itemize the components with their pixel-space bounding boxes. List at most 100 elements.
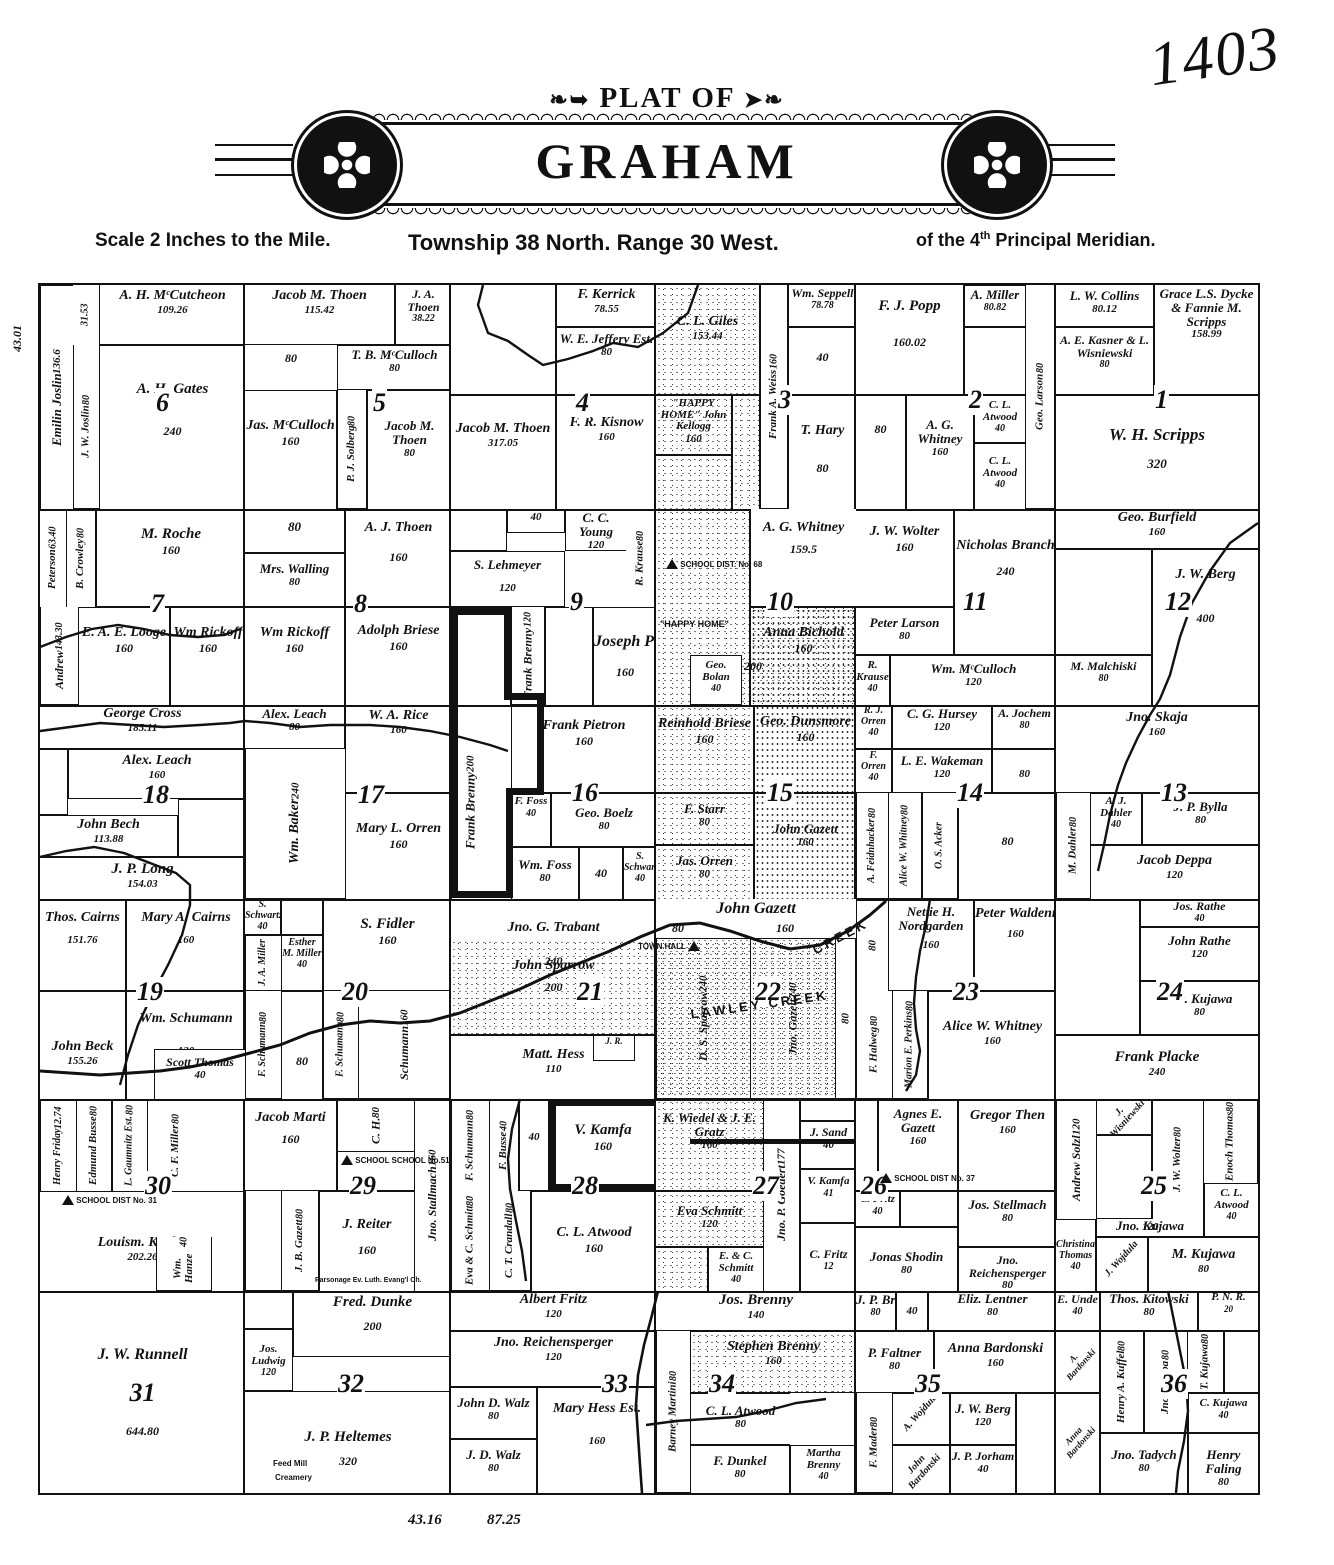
section-31[interactable]: J. W. Runnell 31 644.80 (40, 1291, 245, 1493)
parcel-40-sec35[interactable]: 40 (896, 1291, 928, 1331)
parcel-pnr[interactable]: P. N. R. 20 (1198, 1291, 1258, 1331)
parcel-rj-orren[interactable]: R. J. Orren 40 (856, 705, 892, 749)
section-29[interactable]: 29 Jacob Marti 160 C. H. 80 J. B. Gazett… (245, 1099, 451, 1291)
parcel-geo-boelz[interactable]: Geo. Boelz 80 (551, 793, 656, 847)
parcel-jw-wolter[interactable]: J. W. Wolter 160 (856, 509, 954, 607)
parcel-scott-thomas[interactable]: Scott Thomas 40 (154, 1049, 245, 1099)
parcel-john-kellogg[interactable]: "HAPPY HOME" John Kellogg 160 (656, 395, 732, 455)
parcel-a-wojdula[interactable]: A. Wojdula (892, 1393, 950, 1445)
parcel-blank-sec29-sw[interactable] (245, 1191, 281, 1291)
parcel-a-feidnhacker[interactable]: A. Feidnhacker 80 (856, 793, 888, 899)
parcel-peter-larson[interactable]: Peter Larson 80 (856, 607, 954, 655)
parcel-frank-brenny-200[interactable]: Frank Brenny 200 (451, 705, 511, 899)
section-25[interactable]: 25 Andrew Solzl 120 J. Wisniewski J. W. … (1056, 1099, 1258, 1291)
parcel-blank-sec3-s[interactable] (732, 395, 760, 509)
section-6[interactable]: 6 Emilin Joslin 136.6 31.53 J. W. Joslin… (40, 285, 245, 509)
parcel-john-bech[interactable]: John Bech 113.88 (40, 815, 178, 857)
parcel-v-kamfa-sec28[interactable]: V. Kamfa 160 (549, 1099, 656, 1191)
parcel-r-krause-sec11[interactable]: R. Krause 40 (856, 655, 890, 705)
parcel-jos-stellmach[interactable]: Jos. Stellmach 80 (958, 1191, 1056, 1247)
parcel-peterson[interactable]: Peterson 63.40 (46, 526, 59, 590)
parcel-jb-gazett[interactable]: J. B. Gazett 80 (281, 1191, 319, 1291)
parcel-fr-kisnow[interactable]: F. R. Kisnow 160 (556, 395, 656, 509)
parcel-jno-skaja[interactable]: Jno. Skaja 160 (1056, 705, 1258, 793)
parcel-blank-sec2-ne[interactable] (964, 327, 1026, 395)
parcel-j-wojdula[interactable]: J. Wojdula (1096, 1237, 1148, 1291)
parcel-schumann-160[interactable]: Schumann 160 (359, 991, 451, 1099)
parcel-anna-bichold[interactable]: Anna Bichold 160 (750, 607, 856, 705)
parcel-anna-bardonski[interactable]: Anna Bardonski 160 (934, 1331, 1056, 1393)
parcel-george-cross[interactable]: George Cross 185.11 (40, 705, 245, 749)
parcel-thos-kitowski[interactable]: Thos. Kitowski 80 (1100, 1291, 1198, 1331)
parcel-geo-dunsmore[interactable]: Geo. Dunsmore 160 (754, 705, 856, 793)
parcel-adolph-briese-w[interactable]: Wm Rickoff 160 (245, 607, 345, 705)
parcel-sec27-ne-strip[interactable] (800, 1099, 856, 1121)
parcel-f-orren[interactable]: F. Orren 40 (856, 749, 892, 793)
parcel-edmund-busse[interactable]: Edmund Busse 80 (76, 1099, 112, 1191)
parcel-blank-sec18-e[interactable] (178, 799, 245, 857)
parcel-jw-wolter-sec25[interactable]: J. W. Wolter 80 (1152, 1099, 1204, 1219)
parcel-albert-fritz[interactable]: Albert Fritz 120 (451, 1291, 656, 1331)
parcel-b-crowley[interactable]: B. Crowley 80 (66, 509, 96, 607)
parcel-john-bardonski[interactable]: John Bardonski (892, 1445, 950, 1493)
parcel-jacob-marti[interactable]: Jacob Marti 160 (245, 1099, 337, 1191)
parcel-jno-kujawa[interactable]: Jno. Kujawa (1096, 1219, 1204, 1237)
parcel-henry-friday[interactable]: Henry Friday 12.74 (40, 1099, 76, 1191)
parcel-f-schumann-sec28[interactable]: F. Schumann 80 (451, 1099, 489, 1191)
parcel-cl-giles[interactable]: C. L. Giles 153.44 (656, 285, 760, 395)
section-11[interactable]: 11 J. W. Wolter 160 Nicholas Branch 240 … (856, 509, 1056, 705)
section-19[interactable]: 19 Thos. Cairns 151.76 Mary A. Cairns 16… (40, 899, 245, 1099)
parcel-we-jeffery-est[interactable]: W. E. Jeffery Est. 80 (556, 327, 656, 395)
parcel-m-dahler[interactable]: M. Dahler 80 (1056, 793, 1090, 899)
parcel-f-foss[interactable]: F. Foss 40 (511, 793, 551, 847)
parcel-jas-mcculloch[interactable]: Jas. MᶜCulloch 160 (245, 390, 337, 509)
section-20[interactable]: 20 S. Schwartz 40 J. A. Miller Esther M.… (245, 899, 451, 1099)
parcel-reinhold-briese[interactable]: Reinhold Briese 160 (656, 705, 754, 793)
parcel-esther-m-miller[interactable]: Esther M. Miller 40 (281, 935, 323, 991)
parcel-grace-dycke-scripps[interactable]: Grace L.S. Dycke & Fannie M. Scripps 158… (1154, 285, 1258, 395)
parcel-louism-kuehn[interactable]: Louism. Kuehn 202.26 (40, 1191, 245, 1291)
parcel-blank-sec12-w[interactable] (1056, 549, 1152, 655)
parcel-t-kujawa[interactable]: T. Kujawa 80 (1188, 1331, 1224, 1393)
section-5[interactable]: 5 Jacob M. Thoen 115.42 J. A. Thoen 38.2… (245, 285, 451, 509)
parcel-80-sec2-left[interactable]: 80 (856, 395, 906, 509)
parcel-adolph-briese[interactable]: Adolph Briese 160 (345, 607, 451, 705)
parcel-henry-a-kuffel[interactable]: Henry A. Kuffel 80 (1100, 1331, 1144, 1433)
parcel-cl-atwood-sec34[interactable]: C. L. Atwood 80 (690, 1393, 790, 1445)
parcel-eva-c-schmitt[interactable]: Eva & C. Schmitt 80 (451, 1191, 489, 1291)
parcel-blank-sec24-nw[interactable] (1056, 899, 1140, 1035)
parcel-agnes-e-gazett[interactable]: Agnes E. Gazett 160 (878, 1099, 958, 1191)
parcel-f-starr[interactable]: F. Starr 80 (656, 793, 754, 845)
parcel-christina-thomas[interactable]: Christina Thomas 40 (1056, 1219, 1096, 1291)
parcel-f-kerrick[interactable]: F. Kerrick 78.55 (556, 285, 656, 327)
parcel-ja-miller[interactable]: J. A. Miller (245, 935, 281, 991)
parcel-gregor-then[interactable]: Gregor Then 160 (958, 1099, 1056, 1191)
parcel-barney-martini[interactable]: Barney Martini 80 (656, 1331, 690, 1493)
parcel-80-sec8[interactable]: 80 (245, 509, 345, 553)
parcel-blank-sec32-nw[interactable] (245, 1291, 293, 1329)
parcel-jno-gazett[interactable]: Jno. Gazett 240 (750, 939, 836, 1099)
parcel-alice-w-whitney-sec14[interactable]: Alice W. Whitney 80 (888, 793, 922, 899)
parcel-ah-gates[interactable]: A. H. Gates 240 (99, 345, 245, 509)
section-24[interactable]: 24 Jos. Rathe 40 John Rathe 120 Jos. Kuj… (1056, 899, 1258, 1099)
section-32[interactable]: 32 Fred. Dunke 200 Jos. Ludwig 120 J. P.… (245, 1291, 451, 1493)
section-15[interactable]: 15 Reinhold Briese 160 Geo. Dunsmore 160… (656, 705, 856, 899)
parcel-geo-burfield[interactable]: Geo. Burfield 160 (1056, 509, 1258, 549)
parcel-ch-sec29[interactable]: C. H. 80 (337, 1099, 415, 1151)
parcel-f-schumann-b[interactable]: F. Schumann 80 (323, 991, 359, 1099)
section-28[interactable]: 28 F. Schumann 80 F. Busse 40 40 V. Kamf… (451, 1099, 656, 1291)
plat-map-grid[interactable]: 6 Emilin Joslin 136.6 31.53 J. W. Joslin… (38, 283, 1260, 1495)
parcel-s-schwartz-sec16[interactable]: S. Schwartz 40 (623, 847, 656, 899)
parcel-jw-joslin[interactable]: J. W. Joslin 80 (73, 345, 99, 509)
parcel-cl-atwood-sec2-a[interactable]: C. L. Atwood 40 (974, 395, 1026, 443)
parcel-31-53[interactable]: 31.53 (79, 303, 91, 327)
parcel-m-malchiski[interactable]: M. Malchiski 80 (1056, 655, 1152, 705)
parcel-blank-sec26-c[interactable] (900, 1191, 958, 1227)
section-30[interactable]: 30 Henry Friday 12.74 Edmund Busse 80 L.… (40, 1099, 245, 1291)
section-35[interactable]: 35 J. P. Brenny 80 40 Eliz. Lentner 80 P… (856, 1291, 1056, 1493)
parcel-ct-crandall[interactable]: C. T. Crandall 80 (489, 1191, 531, 1291)
parcel-blank-sec9-sc[interactable] (545, 607, 593, 705)
parcel-blank-sec27-sw[interactable] (656, 1247, 708, 1291)
parcel-fj-popp[interactable]: F. J. Popp 160.02 (856, 285, 964, 395)
parcel-wm-baker[interactable]: Wm. Baker 240 (245, 749, 345, 899)
